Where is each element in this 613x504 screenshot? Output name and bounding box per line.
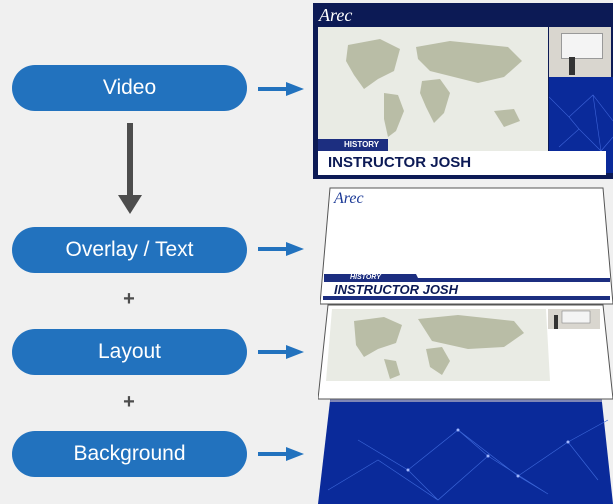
down-arrow-icon: [118, 123, 142, 214]
pip-camera: [549, 27, 611, 77]
right-arrow-icon: [258, 447, 304, 461]
map-panel: [318, 27, 548, 155]
step-video: Video: [12, 65, 247, 111]
step-layout: Layout: [12, 329, 247, 375]
overlay-sheet: [320, 187, 613, 305]
name-banner: INSTRUCTOR JOSH: [334, 282, 458, 297]
logo: Arec: [334, 190, 364, 207]
category-tag: HISTORY: [350, 274, 381, 281]
plus-sign: +: [123, 391, 135, 413]
step-overlay-text: Overlay / Text: [12, 227, 247, 273]
logo: Arec: [319, 5, 353, 25]
instructor-figure: [569, 57, 575, 75]
category-tag: HISTORY: [318, 139, 388, 151]
right-arrow-icon: [258, 345, 304, 359]
world-map-icon: [346, 39, 522, 137]
step-background: Background: [12, 431, 247, 477]
right-arrow-icon: [258, 242, 304, 256]
right-arrow-icon: [258, 82, 304, 96]
whiteboard: [561, 33, 603, 59]
video-frame: Arec HISTORY INSTRUCTOR JOSH: [313, 3, 613, 179]
overlay-layer: Arec HISTORY INSTRUCTOR JOSH: [320, 186, 613, 306]
plus-sign: +: [123, 288, 135, 310]
layout-layer: [318, 304, 613, 400]
name-banner: INSTRUCTOR JOSH: [318, 151, 606, 175]
